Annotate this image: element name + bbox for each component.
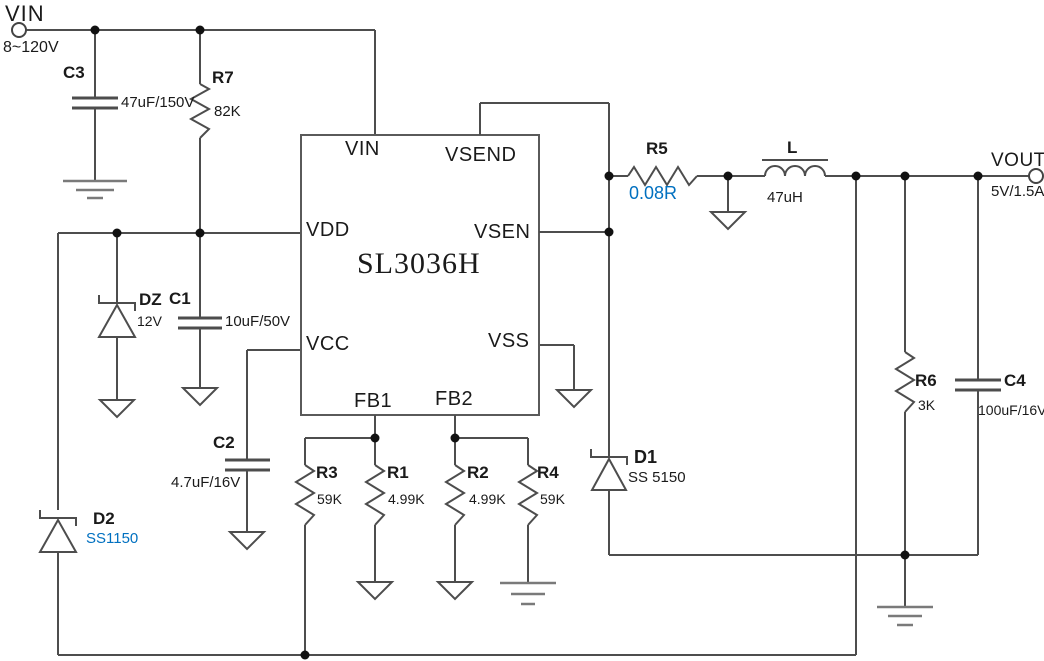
wire-vdd-rail [57, 232, 301, 510]
resistor-r4-symbol [455, 437, 539, 583]
dz-ref-label: DZ [139, 290, 162, 309]
ic-pin-vdd-label: VDD [306, 219, 350, 241]
ground-tap-sw-node [708, 176, 748, 231]
capacitor-c4-symbol [955, 176, 1001, 555]
l-ref-label: L [787, 138, 798, 157]
c2-value-label: 4.7uF/16V [171, 474, 241, 491]
resistor-r3-symbol [294, 437, 375, 655]
r1-value-label: 4.99K [388, 491, 425, 507]
c4-value-label: 100uF/16V [978, 402, 1044, 418]
vin-terminal-label: VIN [5, 1, 45, 26]
r7-value-label: 82K [214, 103, 241, 120]
resistor-r2-symbol [435, 415, 475, 601]
resistor-r6-symbol [894, 176, 916, 555]
c3-value-label: 47uF/150V [121, 94, 195, 111]
capacitor-c1-symbol [178, 233, 222, 407]
vin-spec-label: 8~120V [3, 39, 59, 56]
vout-terminal-circle [1028, 168, 1044, 184]
l-value-label: 47uH [767, 189, 803, 206]
earth-ground-r4-icon [500, 581, 556, 606]
ic-pin-fb1-label: FB1 [354, 390, 393, 412]
d1-ref-label: D1 [634, 447, 658, 467]
capacitor-c3-symbol [72, 30, 118, 180]
r3-value-label: 59K [317, 491, 342, 507]
diode-d1-symbol [590, 449, 628, 555]
d1-value-label: SS 5150 [628, 469, 686, 486]
ground-arrow-c1-icon [180, 387, 220, 407]
r5-ref-label: R5 [646, 139, 668, 158]
earth-ground-c3-icon [63, 179, 127, 200]
ground-arrow-c2-icon [227, 531, 267, 551]
r5-value-label: 0.08R [629, 183, 678, 203]
zener-dz-symbol [97, 233, 137, 419]
ic-pin-vss-label: VSS [488, 330, 530, 352]
ic-part-number: SL3036H [357, 247, 481, 280]
earth-ground-r6-icon [877, 605, 933, 627]
c2-ref-label: C2 [213, 433, 235, 452]
vout-spec-label: 5V/1.5A [991, 183, 1044, 200]
ground-arrow-vss-icon [554, 389, 594, 409]
junction-dots [90, 25, 983, 660]
r1-ref-label: R1 [387, 463, 409, 482]
wire-gnd-rail [609, 554, 978, 607]
vin-terminal-circle [11, 22, 27, 38]
ic-pin-vin-label: VIN [345, 138, 380, 160]
resistor-r7-symbol [188, 30, 212, 233]
vout-terminal-label: VOUT [991, 150, 1044, 171]
diode-d2-symbol [38, 510, 78, 655]
r2-ref-label: R2 [467, 463, 489, 482]
capacitor-c2-symbol [225, 349, 301, 551]
resistor-r1-symbol [355, 415, 395, 601]
ground-arrow-r1-icon [355, 581, 395, 601]
c1-ref-label: C1 [169, 289, 191, 308]
wire-vss [539, 344, 594, 409]
ground-arrow-r2-icon [435, 581, 475, 601]
c1-value-label: 10uF/50V [225, 313, 291, 330]
d2-value-label: SS1150 [86, 530, 139, 547]
ground-arrow-sw-icon [708, 211, 748, 231]
r6-ref-label: R6 [915, 371, 937, 390]
ic-pin-vsend-label: VSEND [445, 144, 517, 166]
c4-ref-label: C4 [1004, 371, 1026, 390]
r7-ref-label: R7 [212, 68, 234, 87]
wire-vsend-route [479, 102, 610, 457]
c3-ref-label: C3 [63, 63, 85, 82]
ic-pin-vcc-label: VCC [306, 333, 350, 355]
r4-ref-label: R4 [537, 463, 559, 482]
ic-body [300, 134, 540, 416]
r4-value-label: 59K [540, 491, 565, 507]
r6-value-label: 3K [918, 397, 936, 413]
inductor-l-symbol [762, 159, 1029, 177]
r2-value-label: 4.99K [469, 491, 506, 507]
ic-pin-vsen-label: VSEN [474, 221, 531, 243]
ground-arrow-dz-icon [97, 399, 137, 419]
dz-value-label: 12V [137, 313, 162, 329]
r3-ref-label: R3 [316, 463, 338, 482]
d2-ref-label: D2 [93, 509, 115, 528]
ic-pin-fb2-label: FB2 [435, 388, 474, 410]
